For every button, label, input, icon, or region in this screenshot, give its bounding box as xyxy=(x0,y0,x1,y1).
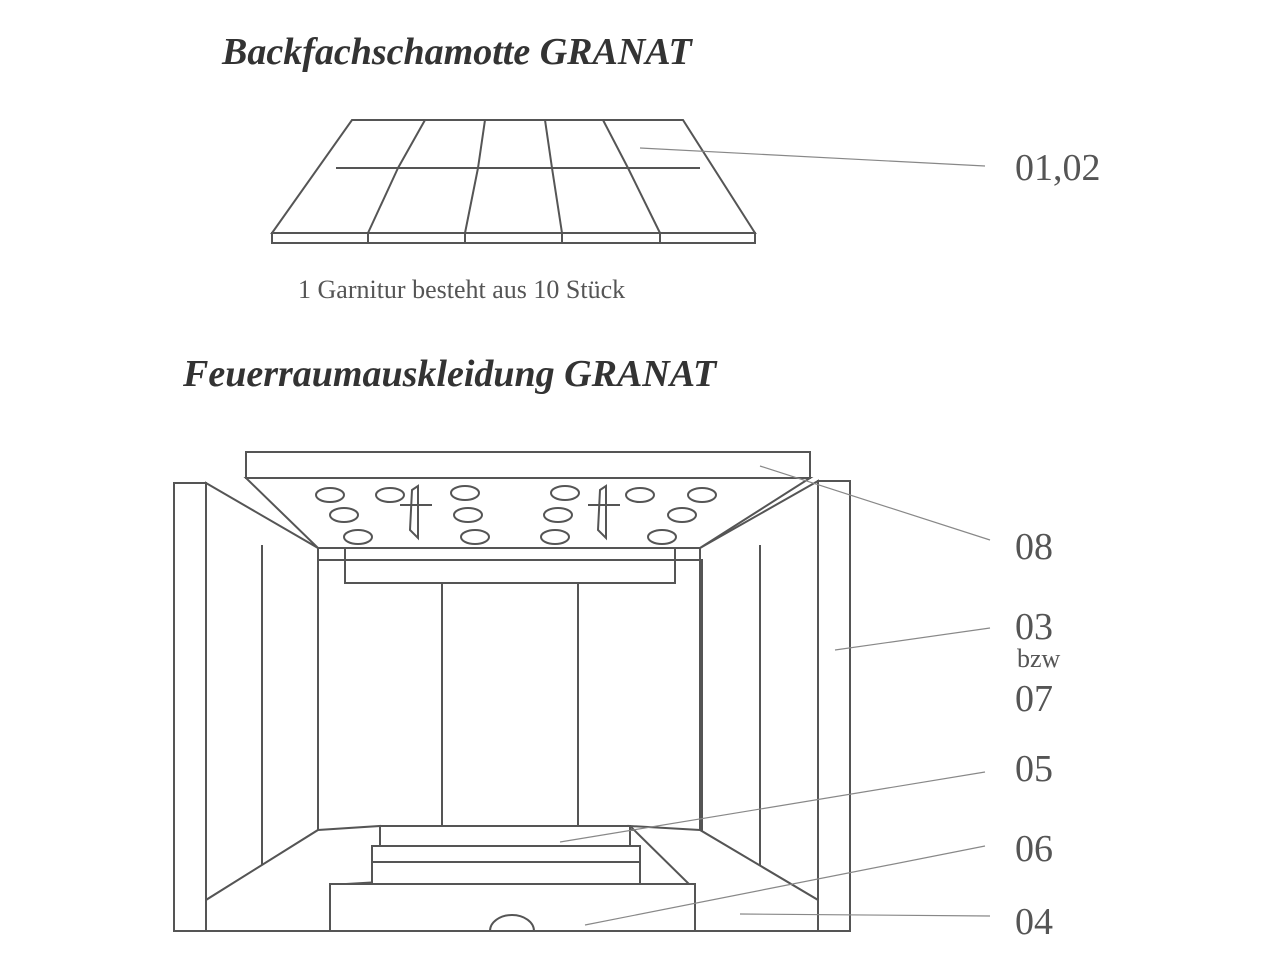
part-label-01-02: 01,02 xyxy=(1015,147,1101,189)
leader-line-05 xyxy=(559,771,986,843)
part-label-06: 06 xyxy=(1015,828,1053,870)
part-label-07: 07 xyxy=(1015,678,1053,720)
set-caption: 1 Garnitur besteht aus 10 Stück xyxy=(298,275,626,304)
firebox-lining xyxy=(173,451,851,932)
leader-line-01-02 xyxy=(639,147,986,167)
part-label-05: 05 xyxy=(1015,748,1053,790)
baking-tray-tiles xyxy=(270,119,757,244)
section-title-baking-chamber: Backfachschamotte GRANAT xyxy=(222,31,692,73)
leader-line-04 xyxy=(739,913,991,917)
leader-line-03 xyxy=(834,627,991,651)
leader-line-08 xyxy=(759,465,991,541)
leader-line-06 xyxy=(584,845,986,926)
part-label-04: 04 xyxy=(1015,901,1053,943)
section-title-firebox-lining: Feuerraumauskleidung GRANAT xyxy=(183,353,717,395)
part-label-or: bzw xyxy=(1017,644,1061,673)
part-label-08: 08 xyxy=(1015,526,1053,568)
part-label-03: 03 xyxy=(1015,606,1053,648)
